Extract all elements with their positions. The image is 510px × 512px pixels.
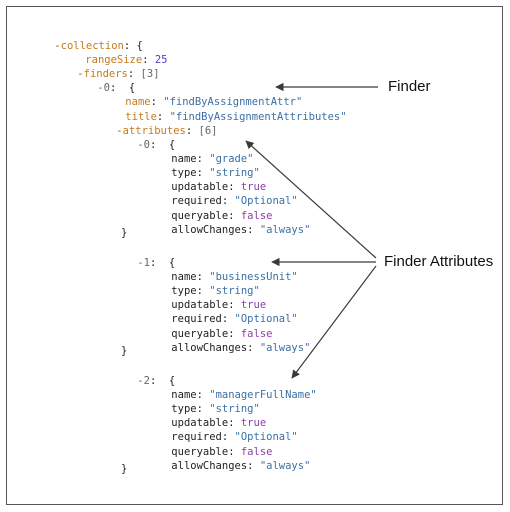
code-line-attr-allow-changes: allowChanges: "always" [171, 342, 311, 354]
code-line-finder-name: name: "findByAssignmentAttr" [125, 96, 303, 108]
collapse-toggle[interactable]: - [54, 40, 61, 52]
attribute-index: 0 [143, 139, 150, 151]
code-line-attr-updatable: updatable: true [171, 417, 267, 429]
code-line-close-brace: } [121, 227, 128, 239]
finder-index: 0 [103, 82, 110, 94]
finders-count: [3] [140, 68, 160, 80]
finder-title-key: title [125, 111, 157, 123]
finder-title-value: "findByAssignmentAttributes" [169, 111, 347, 123]
finder-attributes-callout-label: Finder Attributes [384, 253, 494, 270]
code-line-attr-required: required: "Optional" [171, 313, 298, 325]
code-line-attr-required: required: "Optional" [171, 431, 298, 443]
code-line-attr-queryable: queryable: false [171, 210, 273, 222]
code-line-attr-index: -2: { [137, 375, 176, 387]
code-line-attr-updatable: updatable: true [171, 181, 267, 193]
collapse-toggle[interactable]: - [137, 375, 144, 387]
code-line-attributes: -attributes: [6] [116, 125, 218, 137]
collapse-toggle[interactable]: - [137, 139, 144, 151]
collapse-toggle[interactable]: - [77, 68, 84, 80]
attribute-index: 2 [143, 375, 150, 387]
finder-name-value: "findByAssignmentAttr" [163, 96, 303, 108]
code-line-attr-type: type: "string" [171, 167, 260, 179]
code-line-attr-type: type: "string" [171, 285, 260, 297]
attribute-name-value: "managerFullName" [209, 389, 317, 401]
code-line-attr-name: name: "businessUnit" [171, 271, 298, 283]
finder-name-key: name [125, 96, 151, 108]
code-line-finders: -finders: [3] [77, 68, 160, 80]
collapse-toggle[interactable]: - [137, 257, 144, 269]
code-line-collection: -collection: { [54, 40, 143, 52]
code-line-attr-allow-changes: allowChanges: "always" [171, 460, 311, 472]
code-line-close-brace: } [121, 345, 128, 357]
code-line-attr-queryable: queryable: false [171, 446, 273, 458]
diagram-border [6, 6, 503, 505]
code-line-attr-index: -1: { [137, 257, 176, 269]
code-line-attr-index: -0: { [137, 139, 176, 151]
code-line-attr-name: name: "grade" [171, 153, 254, 165]
attributes-count: [6] [198, 125, 218, 137]
finder-attributes-arrow-grade [245, 140, 377, 259]
attribute-name-value: "grade" [209, 153, 254, 165]
code-line-attr-allow-changes: allowChanges: "always" [171, 224, 311, 236]
range-size-key: rangeSize [85, 54, 143, 66]
finders-key: finders [83, 68, 128, 80]
finder-callout-label: Finder [388, 78, 431, 95]
code-line-attr-type: type: "string" [171, 403, 260, 415]
finder-attributes-arrow-manager [291, 265, 377, 379]
attributes-key: attributes [122, 125, 186, 137]
code-line-close-brace: } [121, 463, 128, 475]
collection-key: collection [60, 40, 124, 52]
attribute-name-value: "businessUnit" [209, 271, 298, 283]
code-line-range-size: rangeSize: 25 [85, 54, 168, 66]
collapse-toggle[interactable]: - [97, 82, 104, 94]
code-line-finder-index: -0: { [97, 82, 136, 94]
collapse-toggle[interactable]: - [116, 125, 123, 137]
range-size-value: 25 [154, 54, 168, 66]
code-line-finder-title: title: "findByAssignmentAttributes" [125, 111, 347, 123]
code-line-attr-queryable: queryable: false [171, 328, 273, 340]
code-line-attr-required: required: "Optional" [171, 195, 298, 207]
code-line-attr-updatable: updatable: true [171, 299, 267, 311]
code-line-attr-name: name: "managerFullName" [171, 389, 317, 401]
attribute-index: 1 [143, 257, 150, 269]
